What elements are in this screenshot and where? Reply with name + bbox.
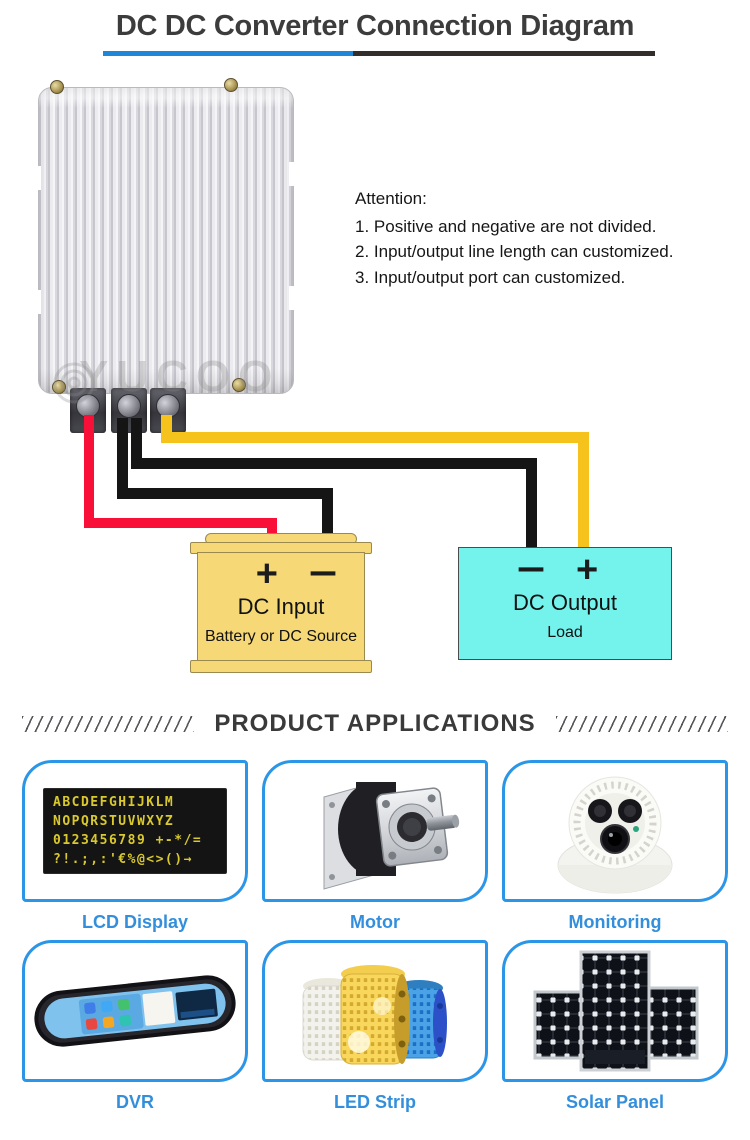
red-wire-horizontal xyxy=(84,518,277,528)
yellow-wire-drop xyxy=(578,432,589,549)
dc-input-subtitle: Battery or DC Source xyxy=(204,628,358,645)
minus-sign: − xyxy=(516,549,546,591)
app-cell-monitoring: Monitoring xyxy=(502,760,728,940)
app-card-dvr xyxy=(22,940,248,1082)
dc-input-box: + − DC Input Battery or DC Source xyxy=(190,533,372,674)
page-title: DC DC Converter Connection Diagram xyxy=(115,10,635,42)
converter-notch xyxy=(289,286,295,310)
terminal-screw-icon xyxy=(76,394,100,418)
app-label: DVR xyxy=(115,1092,154,1112)
black-wire1-drop xyxy=(322,488,333,536)
app-card-motor xyxy=(262,760,488,902)
red-wire-drop xyxy=(267,518,277,538)
black-wire2-horizontal xyxy=(131,458,537,469)
converter-heatsink xyxy=(38,87,294,394)
title-underline-dark xyxy=(353,51,655,56)
dc-output-box: − + DC Output Load xyxy=(458,547,672,660)
yellow-wire-vertical xyxy=(161,415,172,443)
led-strip-image xyxy=(302,964,447,1064)
app-card-led-strip xyxy=(262,940,488,1082)
app-cell-led-strip: LED Strip xyxy=(262,940,488,1120)
screw-icon xyxy=(50,80,64,94)
watermark-logo-icon xyxy=(53,362,95,404)
app-label: Monitoring xyxy=(568,912,662,932)
lcd-row: ?!.;,:'€%@<>()→ xyxy=(53,852,193,867)
app-cell-lcd-display: ABCDEFGHIJKLM NOPQRSTUVWXYZ 0123456789 +… xyxy=(22,760,248,940)
solar-panel-image xyxy=(533,950,699,1071)
terminal-screw-icon xyxy=(156,394,180,418)
app-label: Solar Panel xyxy=(565,1092,665,1112)
hatch-decoration-right xyxy=(555,716,728,732)
converter-notch xyxy=(289,162,295,186)
app-card-lcd-display: ABCDEFGHIJKLM NOPQRSTUVWXYZ 0123456789 +… xyxy=(22,760,248,902)
lcd-row: 0123456789 +-*/= xyxy=(53,833,203,848)
attention-item: 3. Input/output port can customized. xyxy=(355,267,626,287)
attention-item: 1. Positive and negative are not divided… xyxy=(355,216,657,236)
screw-icon xyxy=(224,78,238,92)
screw-icon xyxy=(52,380,66,394)
applications-header: PRODUCT APPLICATIONS xyxy=(0,708,750,740)
terminal-screw-icon xyxy=(117,394,141,418)
black-wire1-vertical xyxy=(117,418,128,499)
minus-sign: − xyxy=(308,553,338,595)
cctv-camera-image xyxy=(557,776,673,894)
hatch-decoration-left xyxy=(22,716,195,732)
app-card-monitoring xyxy=(502,760,728,902)
battery-body xyxy=(197,552,365,662)
black-wire1-horizontal xyxy=(117,488,333,499)
title-underline-blue xyxy=(103,51,353,56)
lcd-row: ABCDEFGHIJKLM xyxy=(53,795,175,810)
applications-grid: ABCDEFGHIJKLM NOPQRSTUVWXYZ 0123456789 +… xyxy=(22,760,728,1120)
attention-note: Attention: 1. Positive and negative are … xyxy=(355,186,740,290)
lcd-row: NOPQRSTUVWXYZ xyxy=(53,814,175,829)
dc-input-content: + − DC Input Battery or DC Source xyxy=(197,552,365,662)
title-underline xyxy=(103,51,655,56)
input-polarity: + − xyxy=(211,554,379,594)
motor-image xyxy=(323,782,460,890)
app-cell-solar-panel: Solar Panel xyxy=(502,940,728,1120)
yellow-wire-horizontal xyxy=(161,432,589,443)
screw-icon xyxy=(232,378,246,392)
app-label: LED Strip xyxy=(333,1092,416,1112)
dc-output-title: DC Output xyxy=(513,590,617,615)
dvr-mirror-image xyxy=(34,975,236,1047)
black-wire2-vertical xyxy=(131,418,142,469)
app-label: Motor xyxy=(350,912,400,932)
battery-bottom-flange xyxy=(190,660,372,673)
watermark-text: YUCOO xyxy=(79,352,281,401)
plus-sign: + xyxy=(255,553,278,595)
dc-input-title: DC Input xyxy=(237,594,325,619)
black-wire2-drop xyxy=(526,458,537,549)
app-card-solar-panel xyxy=(502,940,728,1082)
attention-heading: Attention: xyxy=(355,189,427,208)
output-polarity: − + xyxy=(453,550,665,590)
red-wire-vertical xyxy=(84,415,94,528)
dc-converter-image: YUCOO xyxy=(35,78,297,434)
applications-heading: PRODUCT APPLICATIONS xyxy=(214,710,536,737)
plus-sign: + xyxy=(576,549,599,591)
lcd-display-image: ABCDEFGHIJKLM NOPQRSTUVWXYZ 0123456789 +… xyxy=(43,788,227,874)
app-label: LCD Display xyxy=(81,912,189,932)
converter-notch xyxy=(35,290,41,314)
app-cell-dvr: DVR xyxy=(22,940,248,1120)
converter-notch xyxy=(35,166,41,190)
attention-item: 2. Input/output line length can customiz… xyxy=(355,242,674,261)
app-cell-motor: Motor xyxy=(262,760,488,940)
dc-output-subtitle: Load xyxy=(547,624,583,641)
